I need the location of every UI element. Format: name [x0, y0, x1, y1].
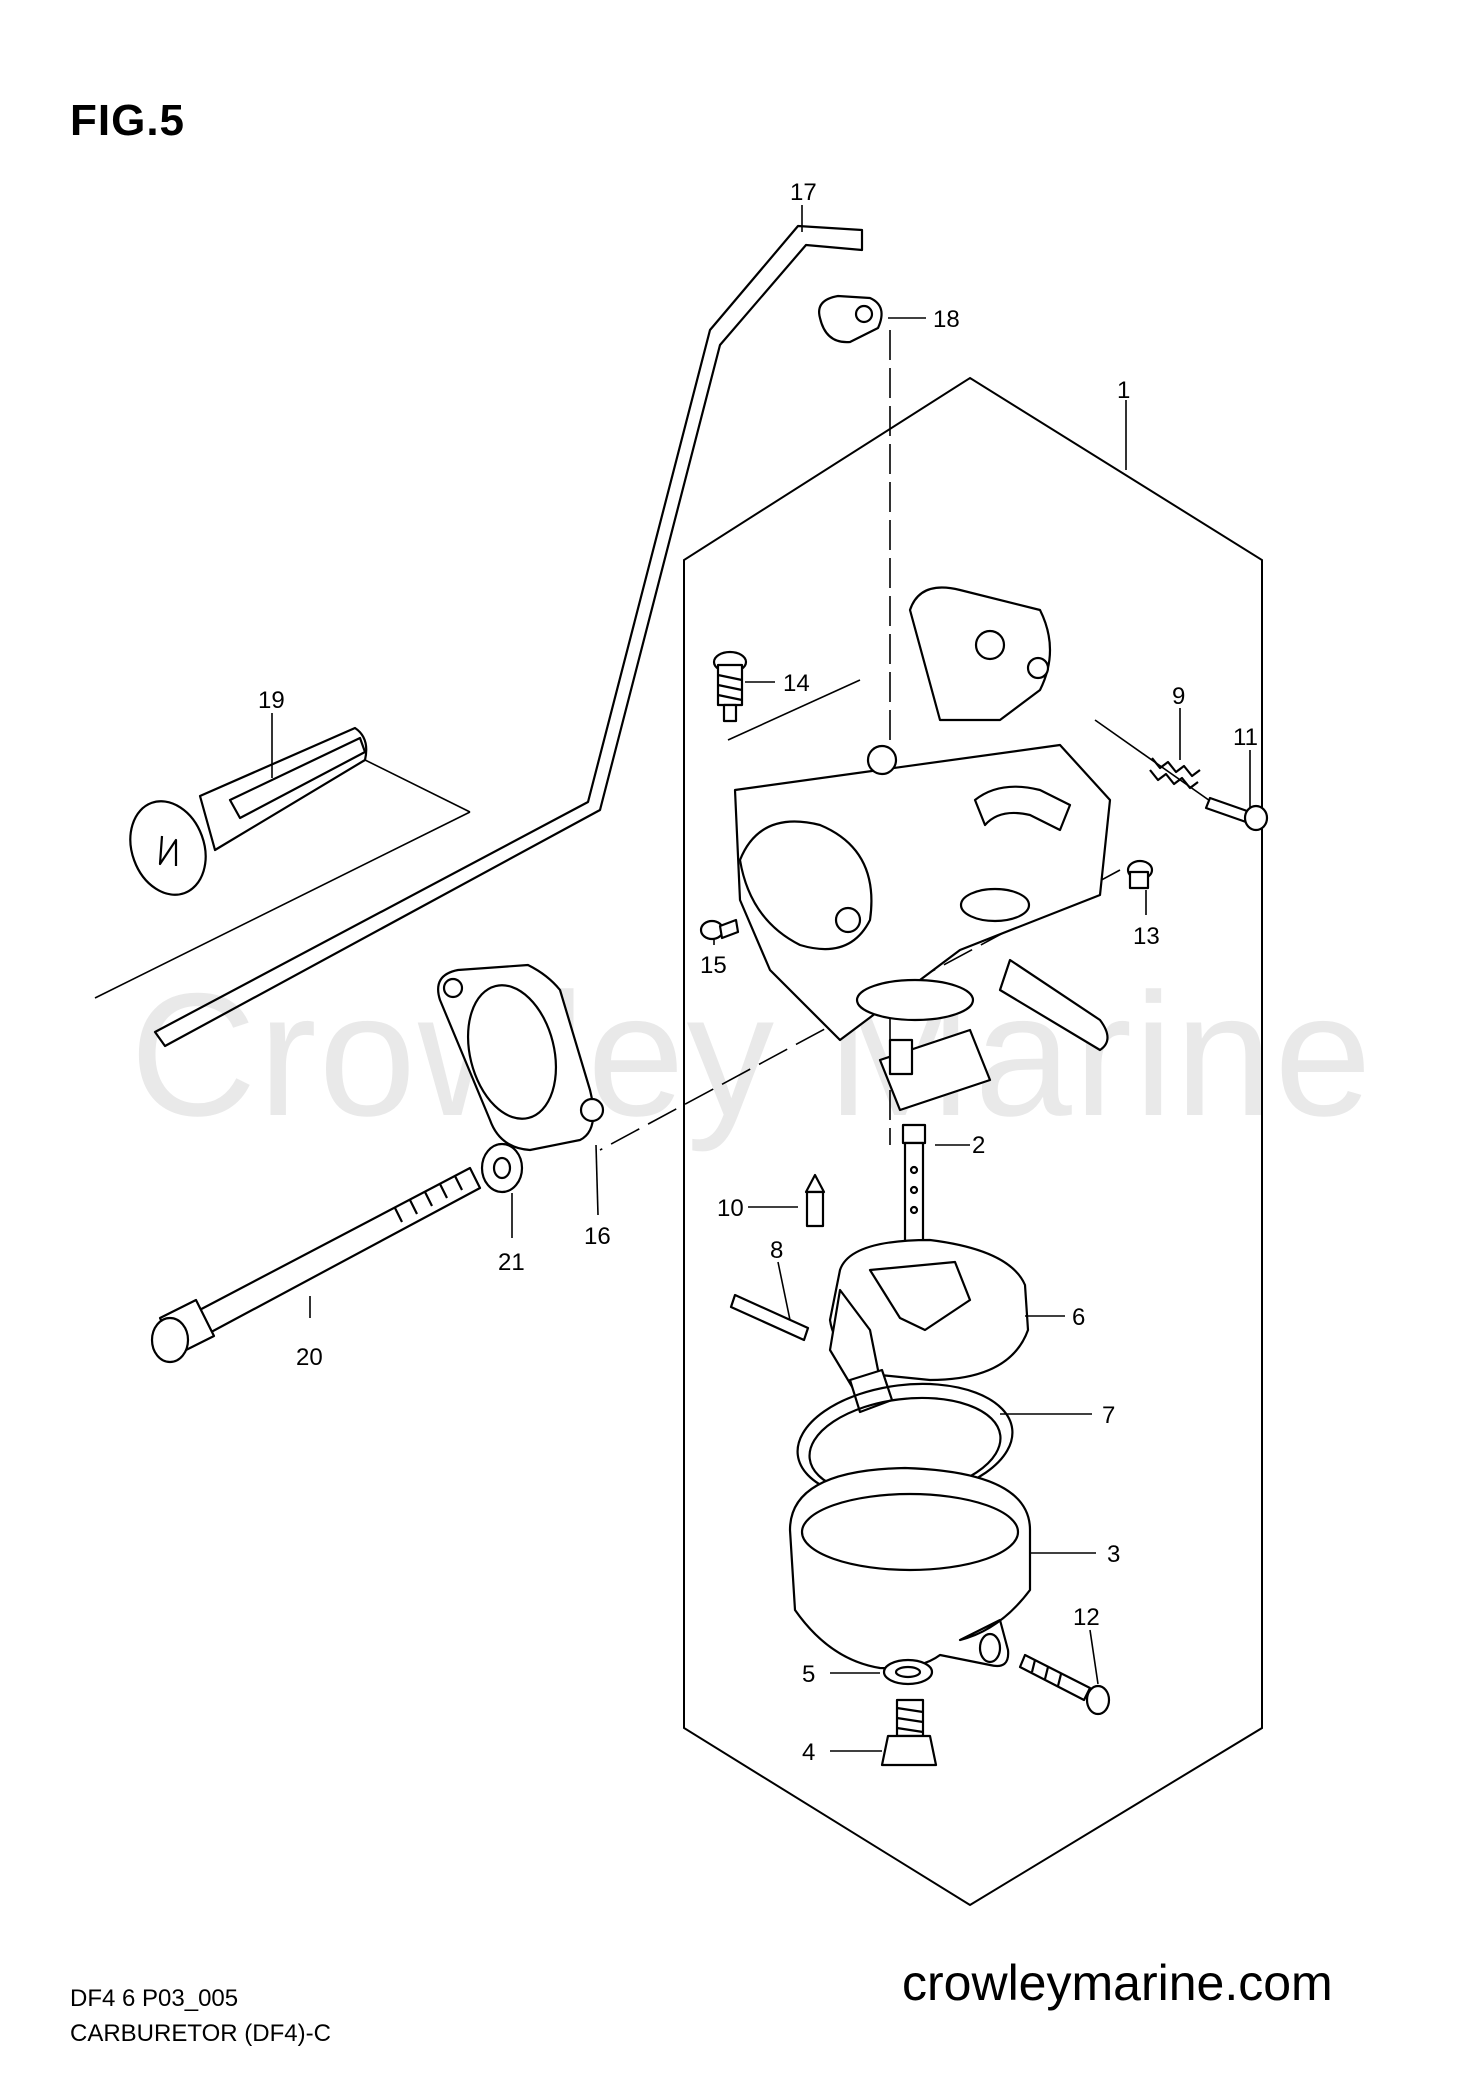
part-3-float-bowl: [788, 1466, 1032, 1670]
callout-3: 3: [1107, 1541, 1120, 1568]
figure-title: FIG.5: [70, 96, 186, 145]
callout-15: 15: [700, 952, 727, 979]
website-text: crowleymarine.com: [902, 1955, 1333, 2011]
callout-7: 7: [1102, 1402, 1115, 1429]
callout-12: 12: [1073, 1604, 1100, 1631]
part-12-screw: [1018, 1653, 1111, 1716]
part-9-spring: [1149, 757, 1201, 790]
diagram-name: CARBURETOR (DF4)-C: [70, 2020, 331, 2047]
part-4-drain-plug: [880, 1698, 938, 1767]
callout-1: 1: [1117, 377, 1130, 404]
leader-lines: [271, 205, 1251, 1752]
callout-20: 20: [296, 1344, 323, 1371]
part-13-fitting: [1126, 859, 1154, 890]
part-6-float: [828, 1238, 1030, 1414]
callout-5: 5: [802, 1661, 815, 1688]
part-5-washer: [882, 1658, 934, 1686]
callout-19: 19: [258, 687, 285, 714]
callout-10: 10: [717, 1195, 744, 1222]
callout-6: 6: [1072, 1304, 1085, 1331]
part-20-bolt: [150, 1166, 482, 1364]
callout-2: 2: [972, 1132, 985, 1159]
callout-16: 16: [584, 1223, 611, 1250]
callout-4: 4: [802, 1739, 815, 1766]
watermark-text: Crowley Marine: [130, 958, 1374, 1153]
reference-line-14: [727, 679, 861, 741]
part-18-clip: [818, 294, 883, 344]
callout-8: 8: [770, 1237, 783, 1264]
callout-13: 13: [1133, 923, 1160, 950]
callout-21: 21: [498, 1249, 525, 1276]
diagram-code: DF4 6 P03_005: [70, 1985, 239, 2012]
part-19-knob: [94, 726, 471, 999]
part-16-gasket: [437, 963, 605, 1152]
part-14-screw: [712, 650, 748, 723]
assembly-outline-box: [683, 376, 1263, 1907]
part-21-washer: [480, 1142, 524, 1194]
part-11-screw: [1204, 796, 1269, 832]
callout-11: 11: [1233, 724, 1258, 751]
callout-17: 17: [790, 179, 817, 206]
part-8-pin: [729, 1293, 810, 1342]
part-17-rod: [153, 224, 864, 1048]
callout-9: 9: [1172, 683, 1185, 710]
part-15-screw: [699, 918, 740, 941]
carburetor-body: [733, 586, 1112, 1112]
callout-18: 18: [933, 306, 960, 333]
part-10-needle: [804, 1173, 826, 1228]
callout-14: 14: [783, 670, 810, 697]
